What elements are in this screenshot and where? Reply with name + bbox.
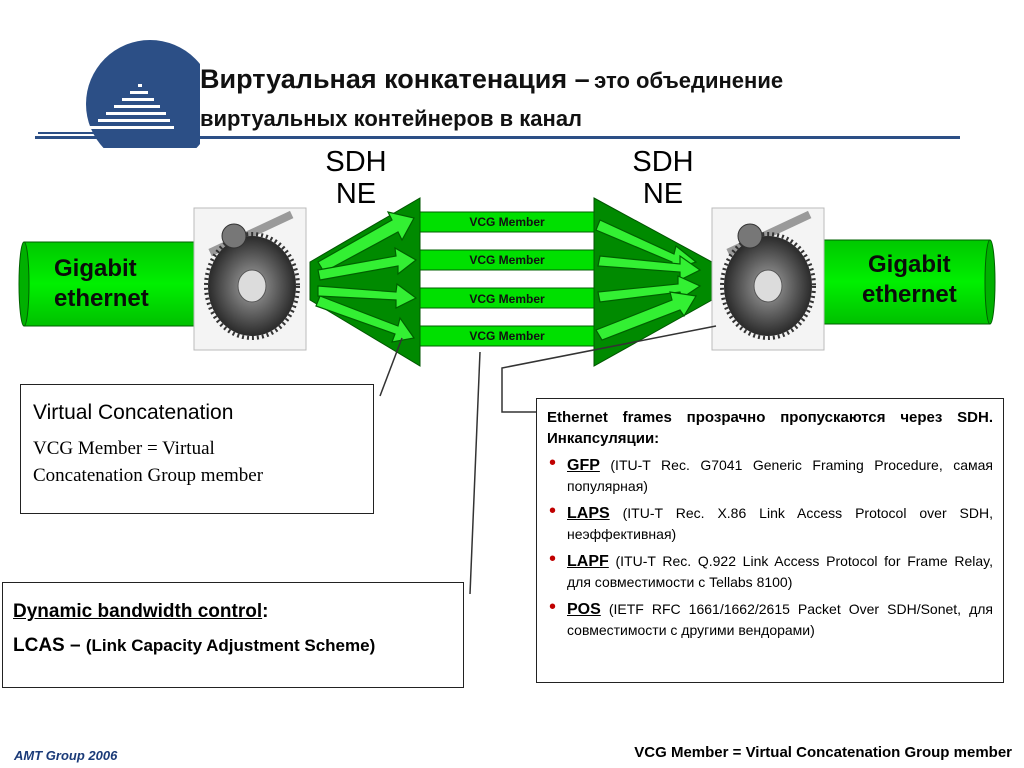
lcas-line: LCAS – (Link Capacity Adjustment Scheme) (13, 635, 376, 656)
dynamic-bandwidth-title: Dynamic bandwidth control: (13, 601, 269, 622)
vcg-tube-1 (419, 211, 595, 233)
ethernet-encapsulation-box: Ethernet frames прозрачно пропускаются ч… (536, 398, 1004, 683)
virtual-concatenation-box: Virtual Concatenation VCG Member = Virtu… (20, 384, 374, 514)
sdh-ne-right-gear-icon (711, 207, 825, 351)
left-arrows (315, 211, 418, 343)
page-title-line2: виртуальных контейнеров в канал (200, 106, 583, 131)
dynamic-bandwidth-box: Dynamic bandwidth control: LCAS – (Link … (2, 582, 464, 688)
ethernet-intro: Ethernet frames прозрачно пропускаются ч… (547, 409, 993, 447)
footer-company: AMT Group 2006 (14, 748, 118, 763)
list-item: LAPF (ITU-T Rec. Q.922 Link Access Proto… (549, 549, 993, 592)
encapsulation-list: GFP (ITU-T Rec. G7041 Generic Framing Pr… (547, 453, 993, 640)
vcg-member-label: VCG Member (469, 253, 545, 267)
vcg-member-label: VCG Member (469, 292, 545, 306)
vcg-tube-3 (419, 287, 595, 309)
vcg-tube-4 (419, 325, 595, 347)
vc-description: VCG Member = Virtual Concatenation Group… (33, 438, 264, 486)
right-wedge (593, 197, 713, 367)
vcg-tube-2 (419, 249, 595, 271)
callout-lines (379, 325, 717, 595)
list-item: LAPS (ITU-T Rec. X.86 Link Access Protoc… (549, 501, 993, 544)
vc-title: Virtual Concatenation (33, 401, 234, 424)
vcg-member-label: VCG Member (469, 215, 545, 229)
list-item: POS (IETF RFC 1661/1662/2615 Packet Over… (549, 597, 993, 640)
vcg-member-label: VCG Member (469, 329, 545, 343)
title-divider (35, 136, 960, 139)
company-logo (38, 40, 200, 148)
sdh-ne-left-gear-icon (193, 207, 307, 351)
gigabit-pipe-left (18, 241, 205, 327)
list-item: GFP (ITU-T Rec. G7041 Generic Framing Pr… (549, 453, 993, 496)
gigabit-pipe-right (819, 239, 996, 325)
right-arrows (595, 219, 702, 341)
page-title: Виртуальная конкатенация – это объединен… (200, 64, 784, 94)
footer-note: VCG Member = Virtual Concatenation Group… (634, 744, 1012, 761)
